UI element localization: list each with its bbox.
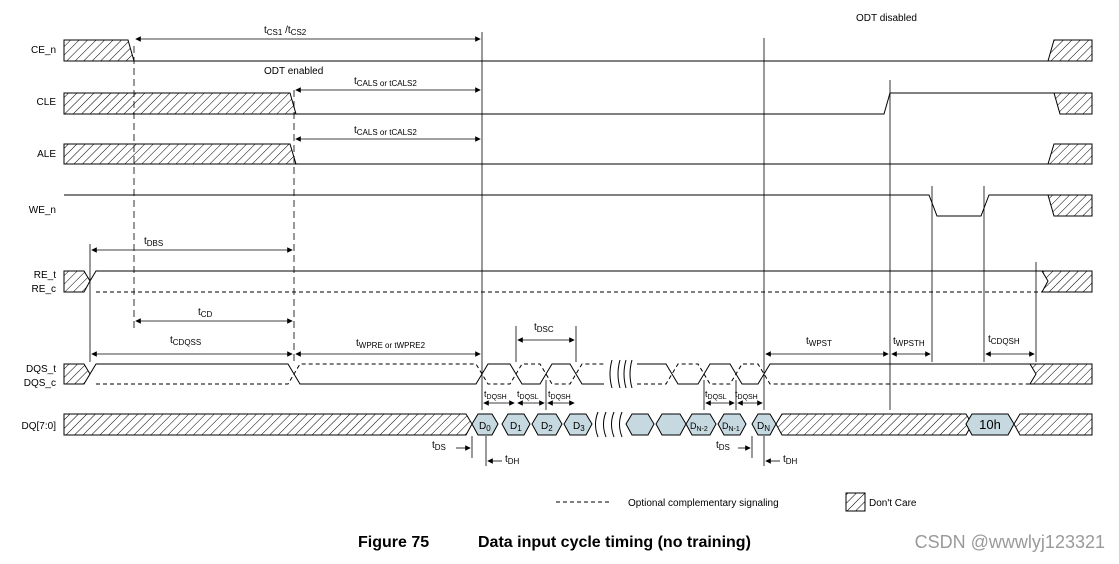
signal-label-cle: CLE xyxy=(37,97,57,108)
data-byte-10h: 10h xyxy=(979,417,1001,432)
legend: Optional complementary signaling Don't C… xyxy=(556,492,917,512)
timing-label-tdh-1: tDH xyxy=(505,454,520,466)
data-byte-dn-1: DN-1 xyxy=(722,421,740,433)
timing-label-tcs: tCS1 /tCS2 xyxy=(264,25,307,37)
dqs-waveform xyxy=(63,359,1093,389)
timing-label-twpst: tWPST xyxy=(806,336,832,348)
timing-label-tdqsl-2: tDQSL xyxy=(705,389,727,401)
data-byte-d3: D3 xyxy=(573,421,585,433)
timing-label-tcals-cle: tCALS or tCALS2 xyxy=(354,76,417,88)
data-byte-dn: DN xyxy=(757,421,770,433)
figure-number: Figure 75 xyxy=(358,534,430,551)
watermark-text: CSDN @wwwlyj123321 xyxy=(914,532,1105,552)
data-byte-d0: D0 xyxy=(479,421,491,433)
legend-dont-care-label: Don't Care xyxy=(869,498,917,509)
timing-label-tcdqss: tCDQSS xyxy=(170,335,201,347)
signal-label-ce-n: CE_n xyxy=(31,45,56,56)
timing-label-tdsc: tDSC xyxy=(534,322,554,334)
timing-label-tdqsh-2: tDQSH xyxy=(548,389,571,401)
dq-waveform xyxy=(63,411,1093,438)
reference-lines xyxy=(89,32,1037,466)
timing-label-tdqsh-3: tDQSH xyxy=(735,389,758,401)
signal-label-dqs-c: DQS_c xyxy=(24,378,56,389)
signal-label-dq: DQ[7:0] xyxy=(22,421,57,432)
cle-waveform xyxy=(63,92,1093,115)
signal-label-re-c: RE_c xyxy=(32,284,56,295)
timing-label-tdqsh-1: tDQSH xyxy=(484,389,507,401)
odt-enabled-label: ODT enabled xyxy=(264,66,323,77)
timing-label-tdbs: tDBS xyxy=(144,236,163,248)
signal-label-ale: ALE xyxy=(37,149,56,160)
ale-waveform xyxy=(63,143,1093,165)
data-byte-d2: D2 xyxy=(541,421,553,433)
signal-label-we-n: WE_n xyxy=(29,205,56,216)
signal-label-re-t: RE_t xyxy=(34,270,56,281)
signal-label-dqs-t: DQS_t xyxy=(26,364,56,375)
figure-title: Data input cycle timing (no training) xyxy=(478,534,751,551)
we-n-waveform xyxy=(64,194,1093,217)
timing-label-tcd: tCD xyxy=(198,307,213,319)
timing-label-twpre: tWPRE or tWPRE2 xyxy=(356,338,426,350)
timing-label-tds-1: tDS xyxy=(432,440,446,452)
legend-optional-label: Optional complementary signaling xyxy=(628,498,779,509)
timing-label-tcdqsh: tCDQSH xyxy=(988,334,1020,346)
timing-label-tdh-2: tDH xyxy=(783,454,798,466)
data-byte-dn-2: DN-2 xyxy=(690,421,708,433)
re-waveform xyxy=(63,270,1093,293)
timing-label-tcals-ale: tCALS or tCALS2 xyxy=(354,125,417,137)
timing-diagram: CE_n CLE ALE WE_n RE_t RE_c DQS_t DQS_c … xyxy=(22,13,1093,512)
timing-label-tdqsl-1: tDQSL xyxy=(517,389,539,401)
timing-label-twpsth: tWPSTH xyxy=(893,336,925,348)
data-byte-d1: D1 xyxy=(510,421,522,433)
timing-label-tds-2: tDS xyxy=(716,440,730,452)
ce-n-waveform xyxy=(63,39,1093,62)
odt-disabled-label: ODT disabled xyxy=(856,13,917,24)
legend-hatch-swatch xyxy=(845,492,866,512)
